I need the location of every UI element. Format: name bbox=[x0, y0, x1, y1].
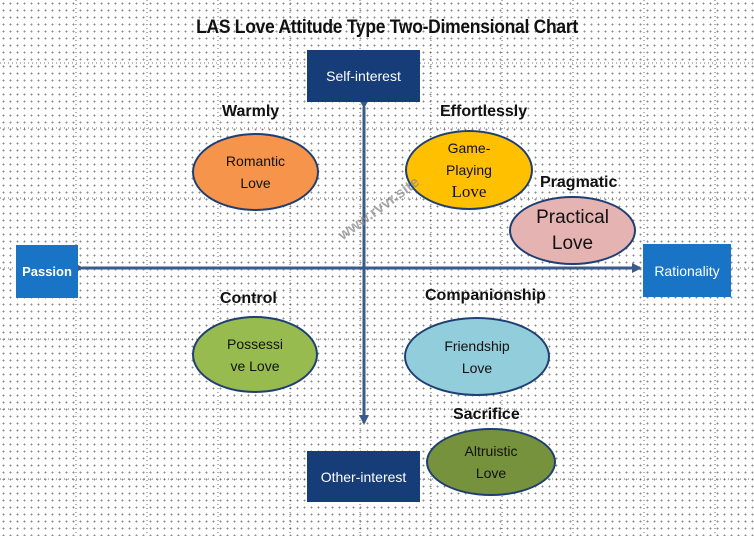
practical-love-line-1: Practical bbox=[536, 206, 609, 228]
practical-love-ellipse: Practical Love bbox=[509, 196, 636, 265]
game-playing-love-ellipse: Game- Playing Love bbox=[405, 130, 533, 210]
other-interest-label: Other-interest bbox=[320, 468, 407, 485]
game-playing-love-line-1: Game- bbox=[447, 140, 491, 156]
possessive-love-ellipse: Possessi ve Love bbox=[192, 316, 318, 393]
passion-label: Passion bbox=[22, 264, 72, 279]
possessive-love-line-1: Possessi bbox=[226, 335, 284, 352]
rationality-label: Rationality bbox=[654, 262, 720, 279]
label-warmly: Warmly bbox=[222, 103, 280, 120]
game-playing-love-line-2: Playing bbox=[446, 162, 492, 178]
label-sacrifice: Sacrifice bbox=[453, 406, 520, 423]
practical-love-line-2: Love bbox=[551, 232, 594, 254]
game-playing-love-line-3: Love bbox=[451, 182, 487, 201]
possessive-love-line-2: ve Love bbox=[230, 357, 280, 374]
rationality-box: Rationality bbox=[643, 244, 731, 297]
self-interest-box: Self-interest bbox=[307, 50, 420, 102]
altruistic-love-ellipse: Altruistic Love bbox=[426, 428, 556, 496]
label-pragmatic: Pragmatic bbox=[540, 174, 618, 191]
self-interest-label: Self-interest bbox=[326, 68, 401, 84]
friendship-love-ellipse: Friendship Love bbox=[404, 317, 550, 396]
romantic-love-ellipse: Romantic Love bbox=[192, 133, 319, 211]
chart-title: LAS Love Attitude Type Two-Dimensional C… bbox=[196, 17, 578, 38]
altruistic-love-line-2: Love bbox=[475, 465, 507, 481]
friendship-love-line-2: Love bbox=[461, 359, 493, 376]
friendship-love-line-1: Friendship bbox=[444, 337, 510, 354]
label-companionship: Companionship bbox=[425, 287, 546, 304]
romantic-love-line-2: Love bbox=[240, 175, 271, 191]
romantic-love-line-1: Romantic bbox=[225, 153, 286, 169]
other-interest-box: Other-interest bbox=[307, 451, 420, 502]
label-effortlessly: Effortlessly bbox=[440, 103, 528, 120]
altruistic-love-line-1: Altruistic bbox=[464, 443, 518, 459]
label-control: Control bbox=[220, 290, 277, 307]
passion-box: Passion bbox=[16, 245, 78, 298]
